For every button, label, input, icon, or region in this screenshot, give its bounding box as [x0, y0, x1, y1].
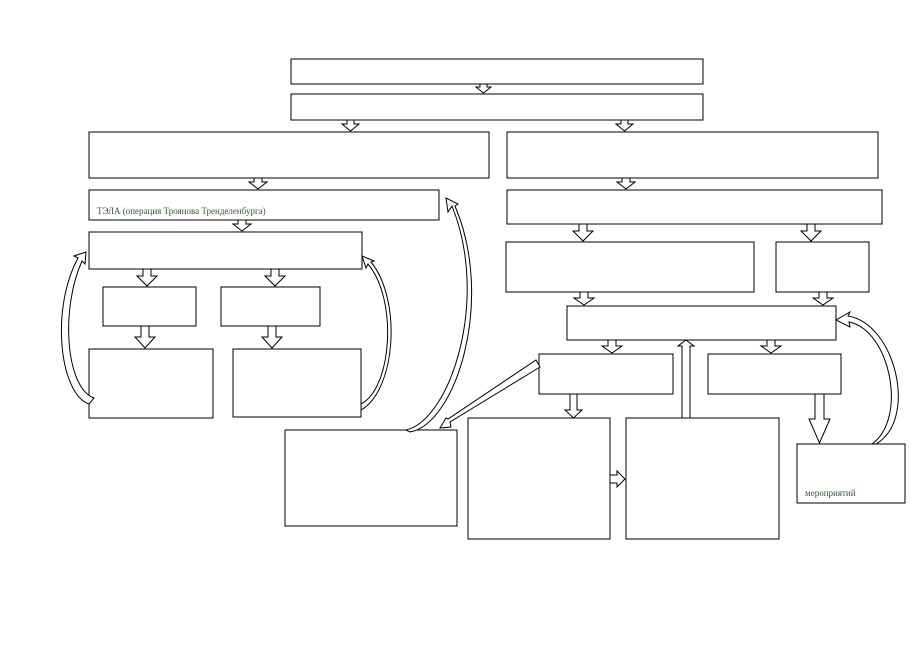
left-branch-box — [88, 131, 490, 179]
right-arrow-icon — [609, 469, 626, 489]
down-arrow-icon — [572, 291, 596, 306]
curved-arrow-icon — [834, 310, 899, 445]
down-arrow-icon — [808, 393, 831, 445]
down-arrow-icon — [799, 223, 823, 242]
bottom-box-1 — [284, 429, 458, 527]
curved-arrow-icon — [360, 255, 392, 411]
right-option-b-box — [775, 241, 870, 293]
bottom-box-2 — [467, 417, 611, 540]
up-arrow-icon — [676, 339, 696, 419]
down-arrow-icon — [247, 177, 269, 190]
curved-arrow-icon — [404, 197, 473, 433]
down-arrow-icon — [231, 219, 253, 232]
left-result-b-box — [232, 348, 362, 418]
tela-label: ТЭЛА (операция Троянова Тренделенбурга) — [97, 206, 266, 216]
outcome-b-box — [707, 353, 842, 395]
left-stage-box — [88, 231, 363, 270]
down-arrow-icon — [563, 393, 584, 419]
second-box — [290, 93, 704, 121]
left-option-b-box — [220, 286, 321, 327]
right-stage-box — [506, 189, 883, 225]
bottom-box-3 — [625, 417, 780, 540]
down-arrow-icon — [135, 268, 159, 287]
down-arrow-icon — [759, 339, 783, 354]
down-arrow-icon — [474, 83, 493, 94]
down-arrow-icon — [133, 325, 157, 349]
down-arrow-icon — [260, 325, 284, 349]
down-arrow-icon — [263, 268, 287, 287]
curved-arrow-icon — [60, 251, 95, 405]
tela-box — [88, 189, 440, 221]
down-arrow-icon — [571, 223, 595, 242]
measures-box — [796, 443, 906, 504]
right-option-a-box — [505, 241, 755, 293]
left-result-a-box — [88, 348, 214, 419]
merge-box — [566, 305, 837, 341]
measures-label: мероприятий — [805, 488, 856, 498]
right-branch-box — [506, 131, 879, 179]
down-arrow-icon — [340, 119, 361, 132]
top-box — [290, 58, 704, 85]
down-arrow-icon — [600, 339, 624, 354]
down-arrow-icon — [811, 291, 835, 306]
outcome-a-box — [538, 353, 674, 395]
down-arrow-icon — [615, 177, 637, 190]
diagonal-arrow-icon — [439, 359, 541, 429]
down-arrow-icon — [614, 119, 635, 132]
left-option-a-box — [102, 286, 197, 327]
